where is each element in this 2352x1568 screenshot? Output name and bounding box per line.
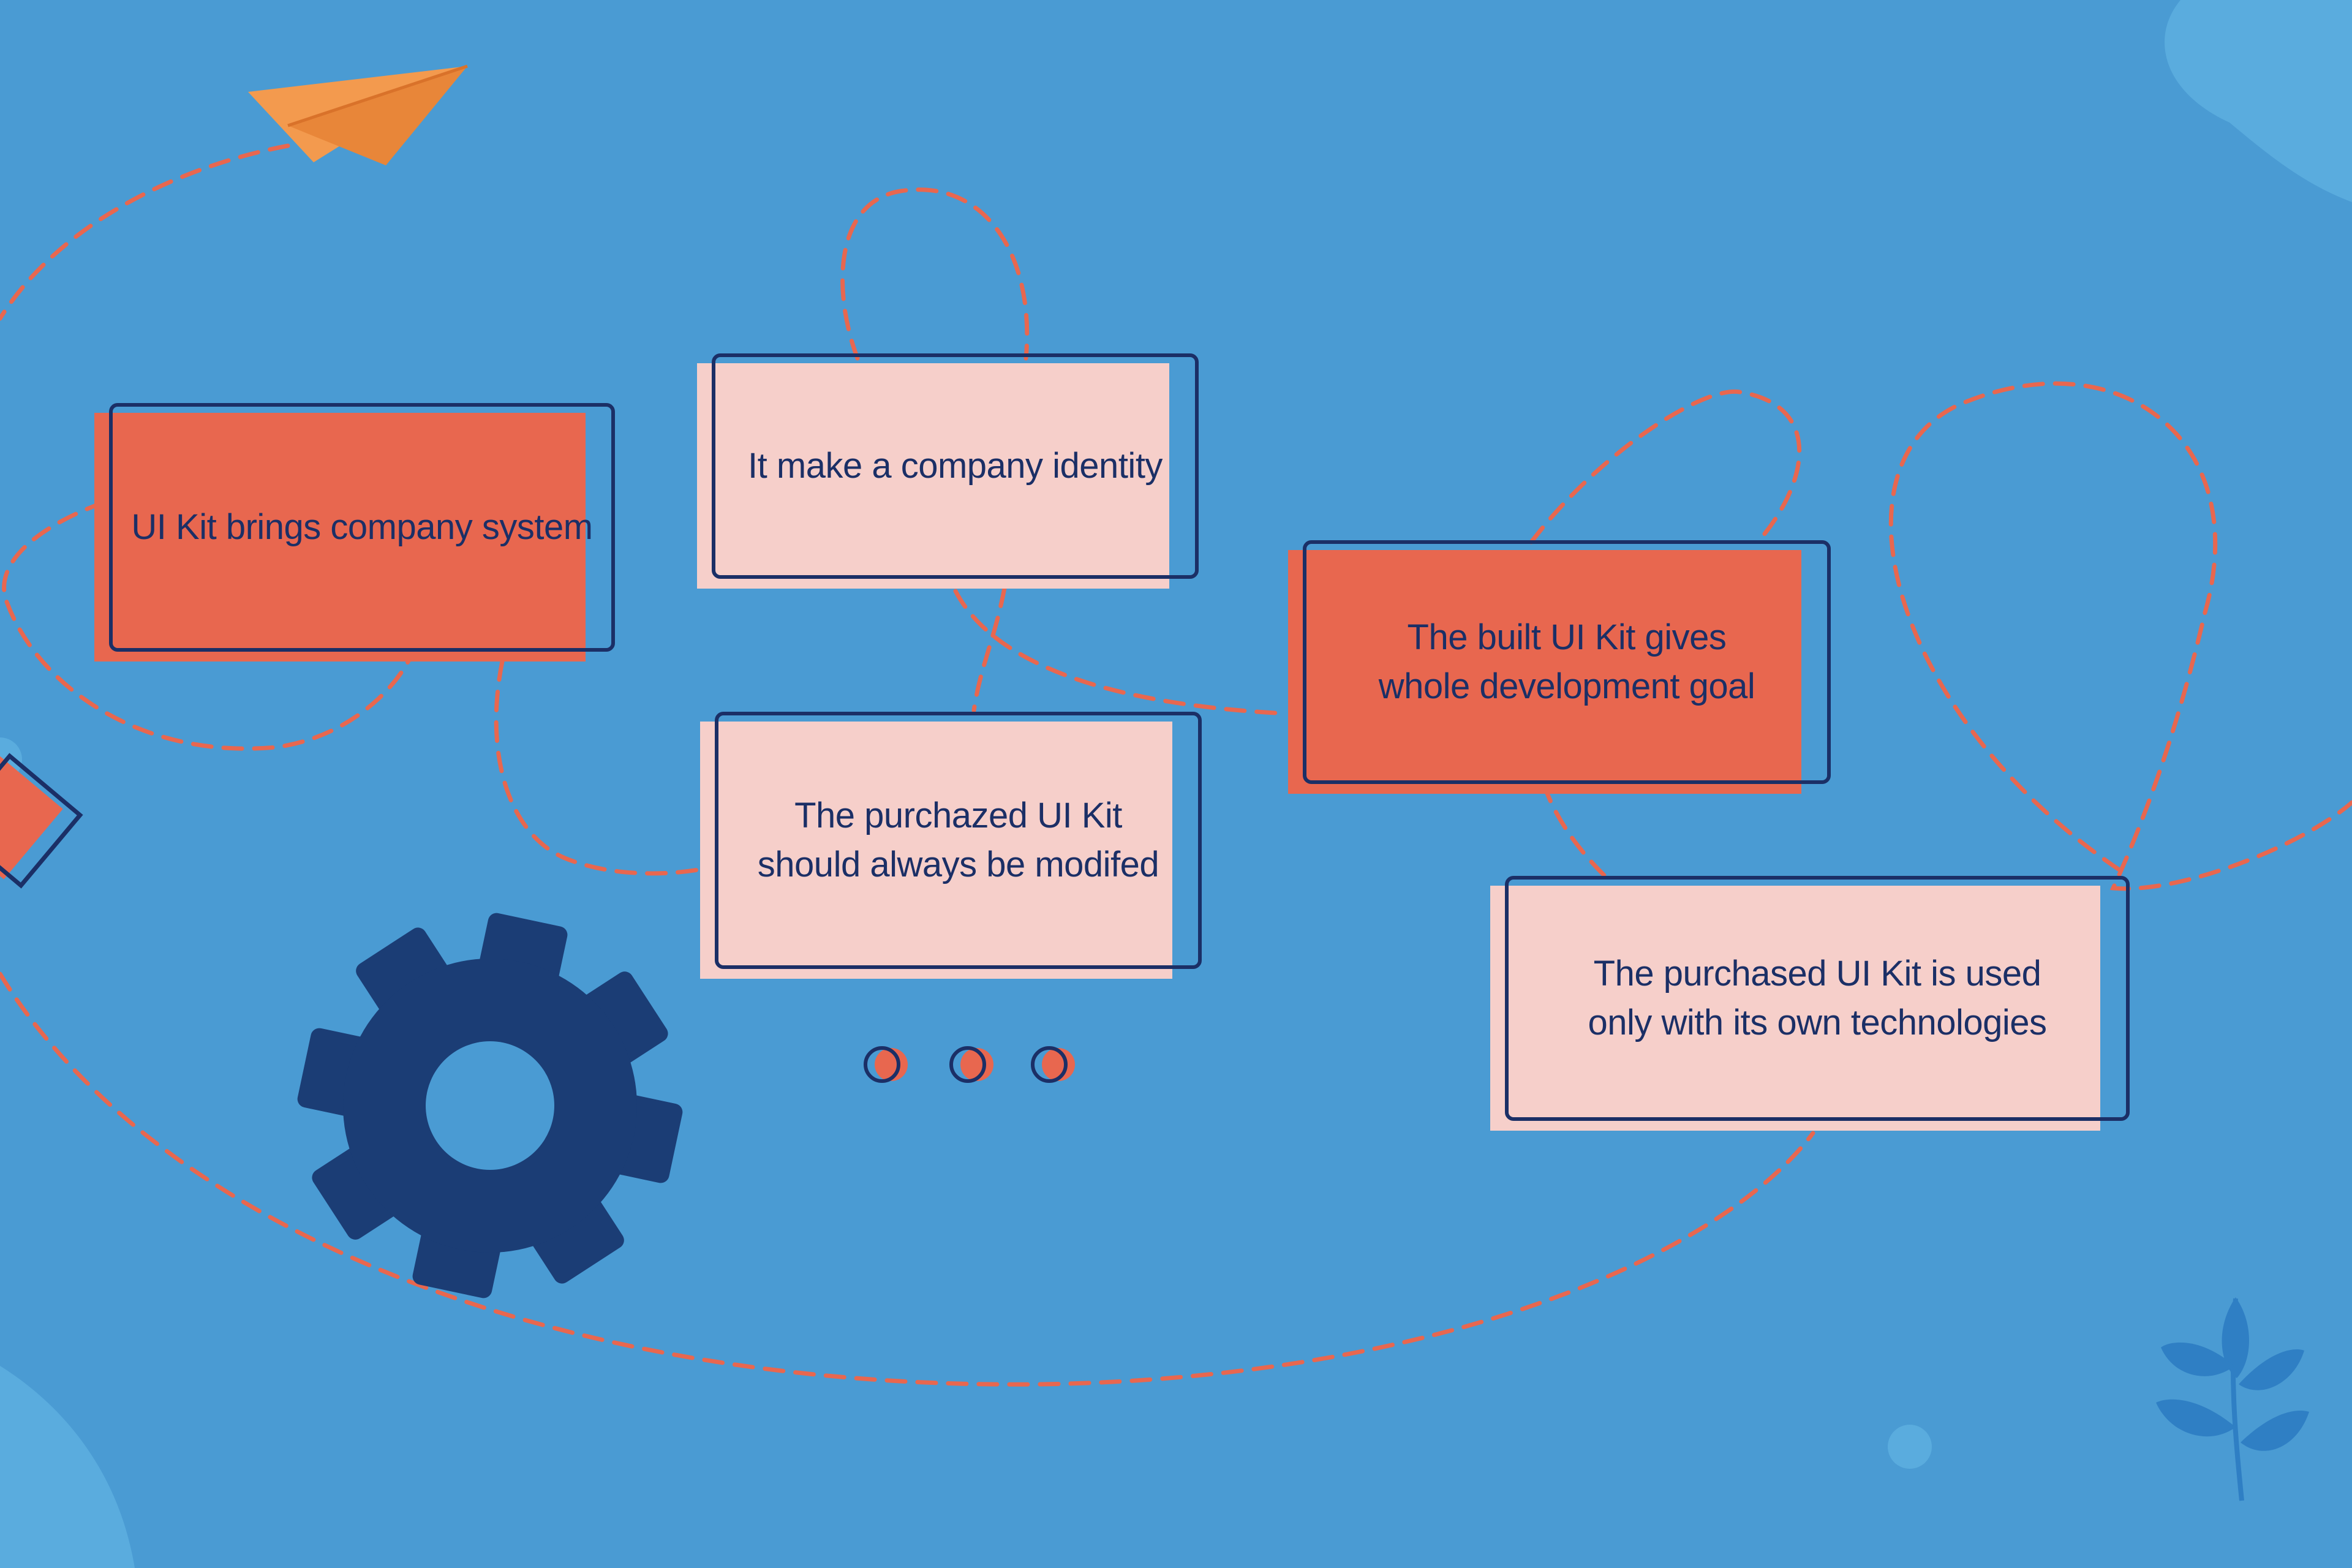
- card-fill: [697, 363, 1169, 589]
- card-text: It make a company identity: [748, 445, 1163, 486]
- card-built-ui-kit-goal: The built UI Kit gives whole development…: [1288, 540, 1831, 794]
- dashed-path-left-loop: [2, 500, 419, 751]
- paper-plane-icon: [248, 64, 468, 165]
- dashed-path-right-loop: [1529, 389, 1801, 545]
- tilted-square-icon: [0, 750, 83, 889]
- card-purchazed-modified: The purchazed UI Kit should always be mo…: [700, 712, 1202, 979]
- dashed-path-plane: [0, 143, 290, 321]
- card-text: The purchased UI Kit is used only with i…: [1588, 953, 2047, 1042]
- card-fill: [1288, 550, 1801, 794]
- card-company-identity: It make a company identity: [697, 353, 1199, 589]
- card-fill: [700, 722, 1172, 979]
- corner-blob-bottom-left: [0, 1366, 135, 1568]
- dashed-path-bottom-sweep: [0, 971, 1815, 1387]
- dashed-path-left-lower: [494, 659, 701, 876]
- card-text: UI Kit brings company system: [131, 507, 593, 547]
- dashed-path-far-right-loop: [1888, 381, 2352, 891]
- dashed-path-right-drop: [1541, 782, 1607, 878]
- dashed-path-middle-cross: [953, 589, 1289, 716]
- card-frame: It make a company identity: [712, 353, 1199, 579]
- card-frame: The purchazed UI Kit should always be mo…: [715, 712, 1202, 969]
- leaf-sprig-icon: [2156, 1297, 2309, 1501]
- card-frame: The purchased UI Kit is used only with i…: [1505, 876, 2130, 1121]
- card-text: The built UI Kit gives whole development…: [1378, 617, 1755, 706]
- card-text: The purchazed UI Kit should always be mo…: [757, 795, 1159, 884]
- card-ui-kit-brings-system: UI Kit brings company system: [94, 403, 615, 662]
- card-fill: [1490, 886, 2100, 1131]
- small-dot-bottom-right: [1888, 1425, 1932, 1469]
- gear-icon: [297, 913, 683, 1298]
- dashed-path-middle-drop: [971, 586, 1007, 713]
- card-purchased-own-tech: The purchased UI Kit is used only with i…: [1490, 876, 2130, 1131]
- ellipsis-dots-icon: [864, 1046, 1075, 1083]
- dashed-connectors: [0, 143, 2352, 1387]
- dashed-path-top-loop: [840, 187, 1030, 361]
- card-fill: [94, 413, 586, 662]
- card-frame: The built UI Kit gives whole development…: [1303, 540, 1831, 784]
- card-frame: UI Kit brings company system: [109, 403, 615, 652]
- corner-blob-top-right: [2165, 0, 2352, 202]
